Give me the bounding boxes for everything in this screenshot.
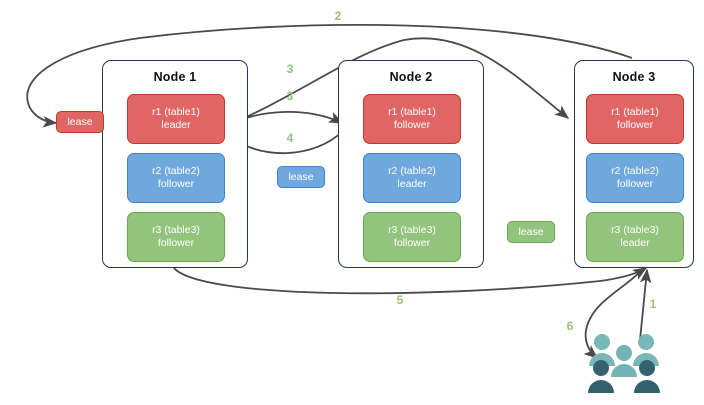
edge-5	[173, 267, 648, 295]
replica-name: r3 (table3)	[611, 224, 659, 236]
replica-role: follower	[157, 178, 195, 190]
edge-label-1: 1	[649, 297, 657, 311]
replica-node1-r3[interactable]: r3 (table3) follower	[127, 212, 225, 262]
replica-role: follower	[616, 119, 654, 131]
node-title-1: Node 1	[153, 70, 197, 84]
edge-1	[639, 268, 652, 341]
edge-label-2: 2	[334, 9, 342, 23]
replica-node3-r1[interactable]: r1 (table1) follower	[586, 94, 684, 144]
node-box-3[interactable]: Node 3 r1 (table1) follower r2 (table2) …	[574, 60, 694, 268]
replica-role: follower	[393, 237, 431, 249]
replica-role: follower	[616, 178, 654, 190]
replica-node1-r2[interactable]: r2 (table2) follower	[127, 153, 225, 203]
replica-node3-r3[interactable]: r3 (table3) leader	[586, 212, 684, 262]
replica-name: r2 (table2)	[152, 165, 200, 177]
replica-name: r1 (table1)	[388, 106, 436, 118]
replica-node2-r2[interactable]: r2 (table2) leader	[363, 153, 461, 203]
node-title-3: Node 3	[612, 70, 656, 84]
lease-badge-r1[interactable]: lease	[56, 111, 104, 133]
replica-role: follower	[393, 119, 431, 131]
node-title-2: Node 2	[389, 70, 433, 84]
replica-name: r1 (table1)	[152, 106, 200, 118]
edge-label-3b: 3	[286, 89, 294, 103]
replica-name: r1 (table1)	[611, 106, 659, 118]
replica-node2-r3[interactable]: r3 (table3) follower	[363, 212, 461, 262]
node-box-1[interactable]: Node 1 r1 (table1) leader r2 (table2) fo…	[102, 60, 248, 268]
node-box-2[interactable]: Node 2 r1 (table1) follower r2 (table2) …	[338, 60, 484, 268]
replica-node3-r2[interactable]: r2 (table2) follower	[586, 153, 684, 203]
edge-6	[583, 269, 643, 359]
replica-name: r3 (table3)	[388, 224, 436, 236]
edge-label-3a: 3	[286, 62, 294, 76]
edge-label-6: 6	[566, 319, 574, 333]
replica-role: leader	[620, 237, 650, 249]
replica-node2-r1[interactable]: r1 (table1) follower	[363, 94, 461, 144]
replica-role: follower	[157, 237, 195, 249]
replica-name: r3 (table3)	[152, 224, 200, 236]
edge-3-long	[223, 37, 570, 128]
edge-label-5: 5	[396, 293, 404, 307]
replica-node1-r1[interactable]: r1 (table1) leader	[127, 94, 225, 144]
edge-label-4: 4	[286, 131, 294, 145]
replica-name: r2 (table2)	[388, 165, 436, 177]
edge-2	[26, 23, 633, 128]
replica-name: r2 (table2)	[611, 165, 659, 177]
replica-role: leader	[397, 178, 427, 190]
lease-badge-r3[interactable]: lease	[507, 221, 555, 243]
users-icon	[588, 334, 660, 393]
lease-badge-r2[interactable]: lease	[277, 166, 325, 188]
replica-role: leader	[161, 119, 191, 131]
